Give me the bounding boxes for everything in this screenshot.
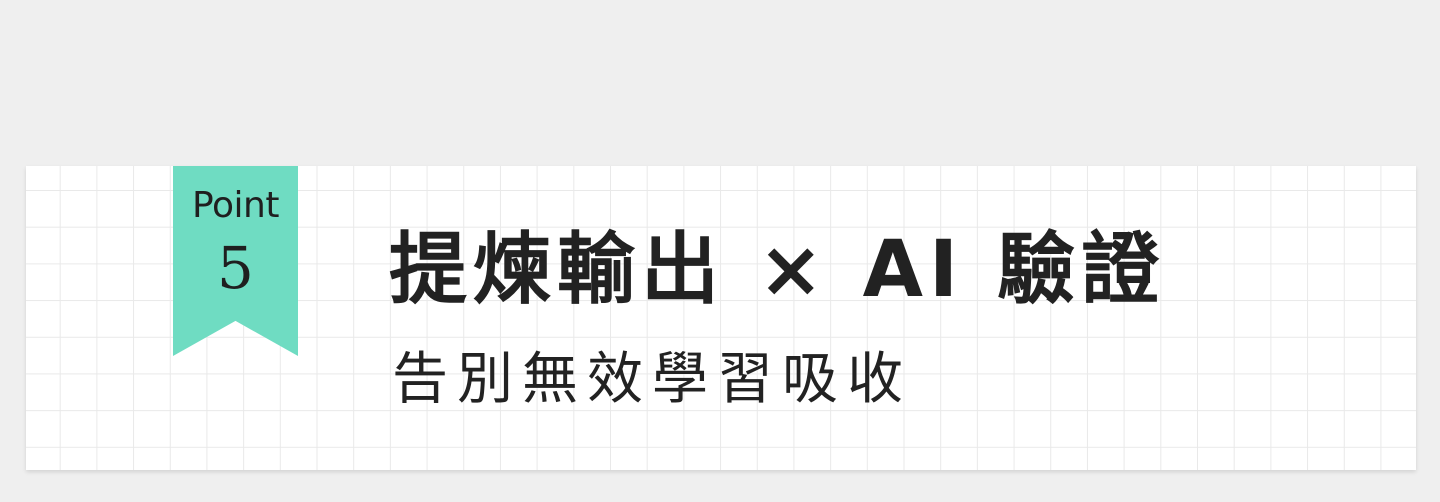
point-number: 5 bbox=[217, 234, 254, 302]
section-headline: 提煉輸出 × AI 驗證 bbox=[389, 225, 1166, 315]
point-label: Point bbox=[192, 185, 279, 226]
section-subheadline: 告別無效學習吸收 bbox=[392, 347, 912, 412]
point-ribbon-badge: Point 5 bbox=[173, 166, 298, 356]
